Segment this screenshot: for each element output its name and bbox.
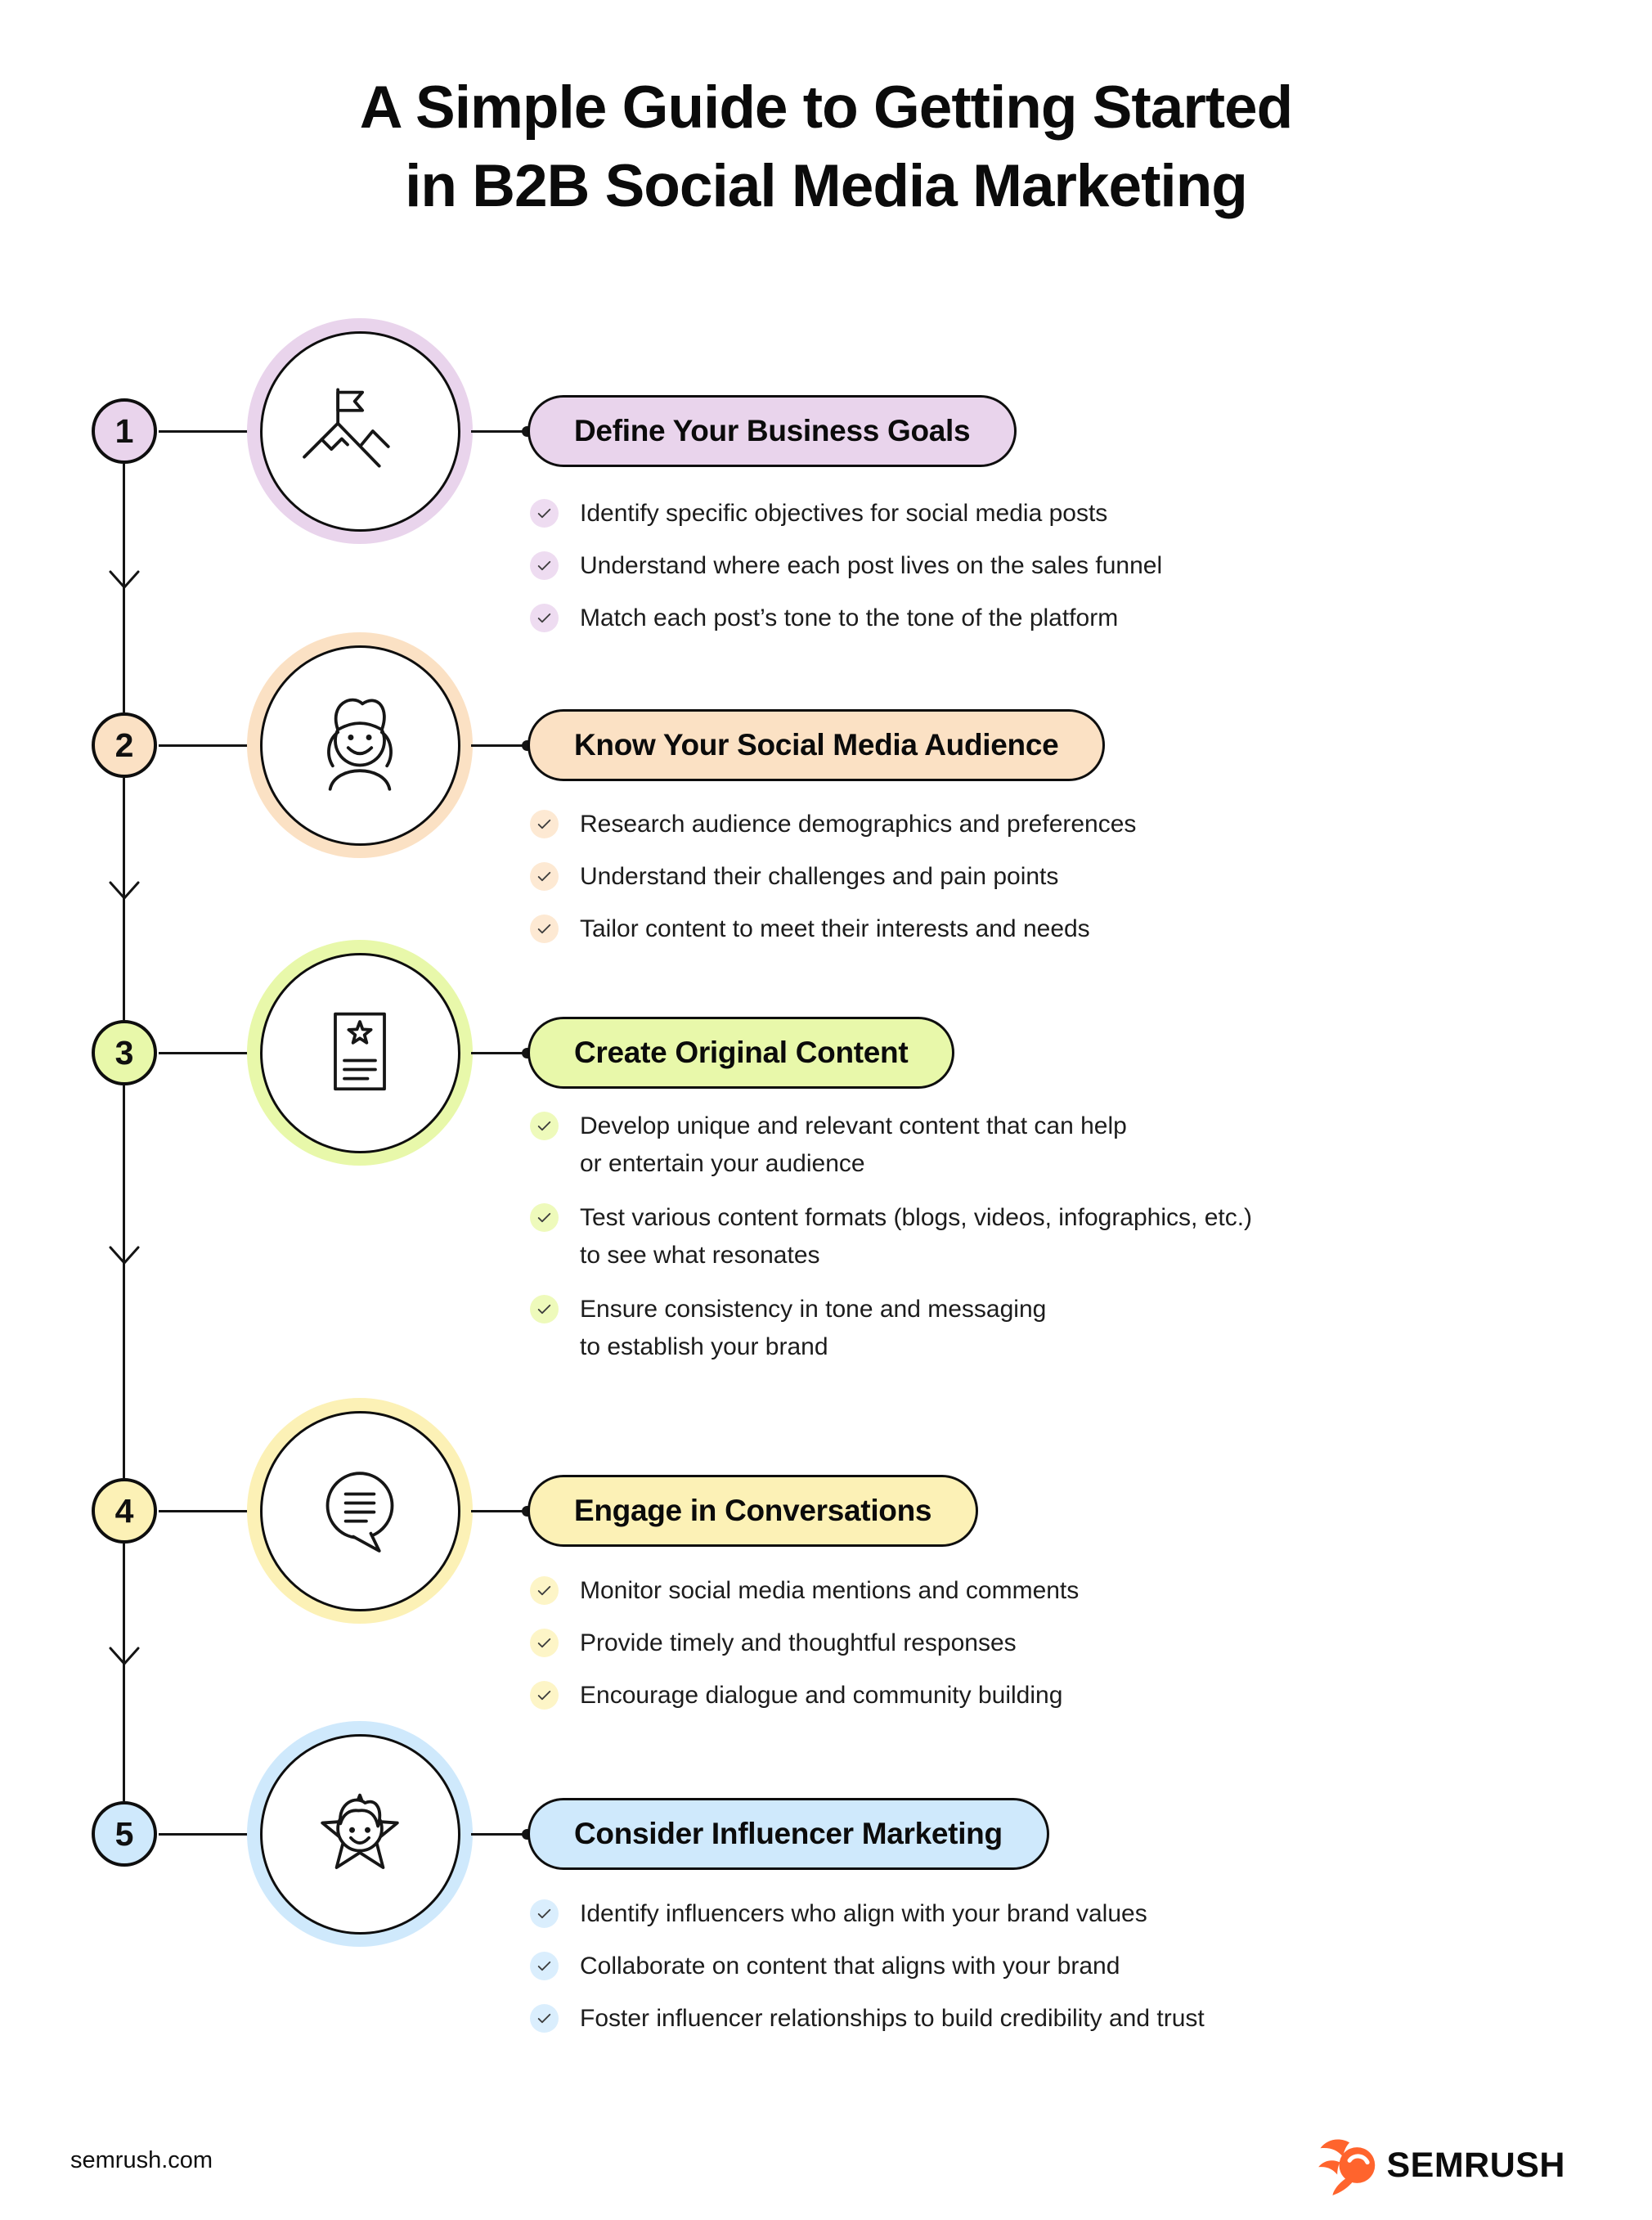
- bullet-text: Collaborate on content that aligns with …: [580, 1953, 1120, 1980]
- connector-line: [159, 1509, 249, 1512]
- check-icon: [530, 862, 559, 891]
- step-number-badge: 1: [92, 398, 157, 464]
- page-title-line2: in B2B Social Media Marketing: [405, 153, 1248, 219]
- page-title-line1: A Simple Guide to Getting Started: [359, 74, 1294, 141]
- bullet-text: Test various content formats (blogs, vid…: [580, 1204, 1253, 1269]
- bullet-text: Understand where each post lives on the …: [580, 552, 1163, 579]
- connector-line: [159, 429, 249, 433]
- step-icon-circle: [247, 1398, 473, 1624]
- step-title: Engage in Conversations: [574, 1494, 932, 1527]
- step-title: Know Your Social Media Audience: [574, 728, 1059, 762]
- bullet-text: Provide timely and thoughtful responses: [580, 1629, 1017, 1656]
- bullet-text: Research audience demographics and prefe…: [580, 811, 1137, 838]
- bullet-text: Ensure consistency in tone and messaging…: [580, 1296, 1047, 1360]
- list-item: Foster influencer relationships to build…: [530, 2000, 1205, 2038]
- step-number-badge: 4: [92, 1478, 157, 1544]
- step-title-pill: Engage in Conversations: [527, 1475, 979, 1547]
- step-title-pill: Know Your Social Media Audience: [527, 709, 1106, 781]
- connector-line: [471, 1509, 525, 1512]
- list-item: Identify influencers who align with your…: [530, 1895, 1205, 1933]
- connector-line: [471, 1051, 525, 1054]
- list-item: Understand where each post lives on the …: [530, 547, 1162, 585]
- check-icon: [530, 551, 559, 580]
- list-item: Identify specific objectives for social …: [530, 495, 1162, 533]
- check-icon: [530, 1295, 559, 1323]
- connector-line: [471, 429, 525, 433]
- step-title: Define Your Business Goals: [574, 414, 971, 447]
- check-icon: [530, 1899, 559, 1928]
- mountain-flag-icon: [303, 388, 390, 468]
- check-icon: [530, 915, 559, 943]
- check-icon: [530, 499, 559, 528]
- list-item: Understand their challenges and pain poi…: [530, 858, 1136, 896]
- speech-bubble-icon: [325, 1472, 394, 1553]
- step-number-badge: 5: [92, 1801, 157, 1867]
- list-item: Test various content formats (blogs, vid…: [530, 1199, 1252, 1274]
- arrow-down-icon: [107, 880, 141, 901]
- bullet-list: Research audience demographics and prefe…: [530, 806, 1136, 963]
- bullet-text: Match each post’s tone to the tone of th…: [580, 604, 1119, 631]
- connector-line: [159, 1832, 249, 1836]
- step-title: Consider Influencer Marketing: [574, 1817, 1003, 1850]
- person-face-icon: [327, 698, 393, 791]
- step-icon-circle: [247, 318, 473, 544]
- page-title: A Simple Guide to Getting Started in B2B…: [0, 69, 1652, 226]
- list-item: Ensure consistency in tone and messaging…: [530, 1291, 1252, 1366]
- check-icon: [530, 1952, 559, 1980]
- check-icon: [530, 1203, 559, 1232]
- semrush-flame-icon: [1318, 2139, 1376, 2195]
- step-number-badge: 2: [92, 712, 157, 778]
- list-item: Develop unique and relevant content that…: [530, 1108, 1252, 1183]
- check-icon: [530, 810, 559, 838]
- list-item: Tailor content to meet their interests a…: [530, 910, 1136, 948]
- step-title-pill: Consider Influencer Marketing: [527, 1798, 1049, 1870]
- step-number-badge: 3: [92, 1020, 157, 1085]
- check-icon: [530, 604, 559, 632]
- list-item: Collaborate on content that aligns with …: [530, 1948, 1205, 1985]
- site-url: semrush.com: [70, 2147, 213, 2173]
- bullet-list: Identify specific objectives for social …: [530, 495, 1162, 652]
- bullet-text: Understand their challenges and pain poi…: [580, 863, 1059, 890]
- bullet-text: Identify influencers who align with your…: [580, 1900, 1147, 1927]
- bullet-text: Tailor content to meet their interests a…: [580, 915, 1090, 942]
- connector-line: [159, 744, 249, 747]
- star-face-icon: [321, 1793, 399, 1869]
- bullet-text: Identify specific objectives for social …: [580, 500, 1108, 527]
- step-icon-circle: [247, 1721, 473, 1947]
- step-icon-circle: [247, 940, 473, 1166]
- step-title: Create Original Content: [574, 1036, 909, 1069]
- list-item: Encourage dialogue and community buildin…: [530, 1677, 1079, 1714]
- step-title-pill: Create Original Content: [527, 1017, 955, 1089]
- flow-connector: [123, 1085, 125, 1478]
- arrow-down-icon: [107, 1245, 141, 1266]
- semrush-logo: SEMRUSH: [1318, 2133, 1565, 2197]
- bullet-text: Monitor social media mentions and commen…: [580, 1577, 1080, 1604]
- semrush-wordmark: SEMRUSH: [1386, 2145, 1565, 2185]
- bullet-list: Identify influencers who align with your…: [530, 1895, 1205, 2052]
- bullet-text: Foster influencer relationships to build…: [580, 2005, 1205, 2032]
- connector-line: [471, 1832, 525, 1836]
- arrow-down-icon: [107, 569, 141, 591]
- step-title-pill: Define Your Business Goals: [527, 395, 1017, 467]
- bullet-text: Encourage dialogue and community buildin…: [580, 1682, 1063, 1709]
- bullet-list: Monitor social media mentions and commen…: [530, 1572, 1079, 1729]
- check-icon: [530, 1576, 559, 1605]
- list-item: Provide timely and thoughtful responses: [530, 1625, 1079, 1662]
- arrow-down-icon: [107, 1646, 141, 1667]
- check-icon: [530, 1681, 559, 1710]
- check-icon: [530, 1629, 559, 1657]
- connector-line: [159, 1051, 249, 1054]
- list-item: Monitor social media mentions and commen…: [530, 1572, 1079, 1610]
- bullet-list: Develop unique and relevant content that…: [530, 1108, 1252, 1382]
- check-icon: [530, 1112, 559, 1140]
- flow-connector: [123, 1544, 125, 1801]
- starred-document-icon: [334, 1012, 386, 1091]
- check-icon: [530, 2004, 559, 2033]
- step-icon-circle: [247, 632, 473, 858]
- list-item: Match each post’s tone to the tone of th…: [530, 600, 1162, 637]
- connector-line: [471, 744, 525, 747]
- bullet-text: Develop unique and relevant content that…: [580, 1112, 1127, 1177]
- list-item: Research audience demographics and prefe…: [530, 806, 1136, 843]
